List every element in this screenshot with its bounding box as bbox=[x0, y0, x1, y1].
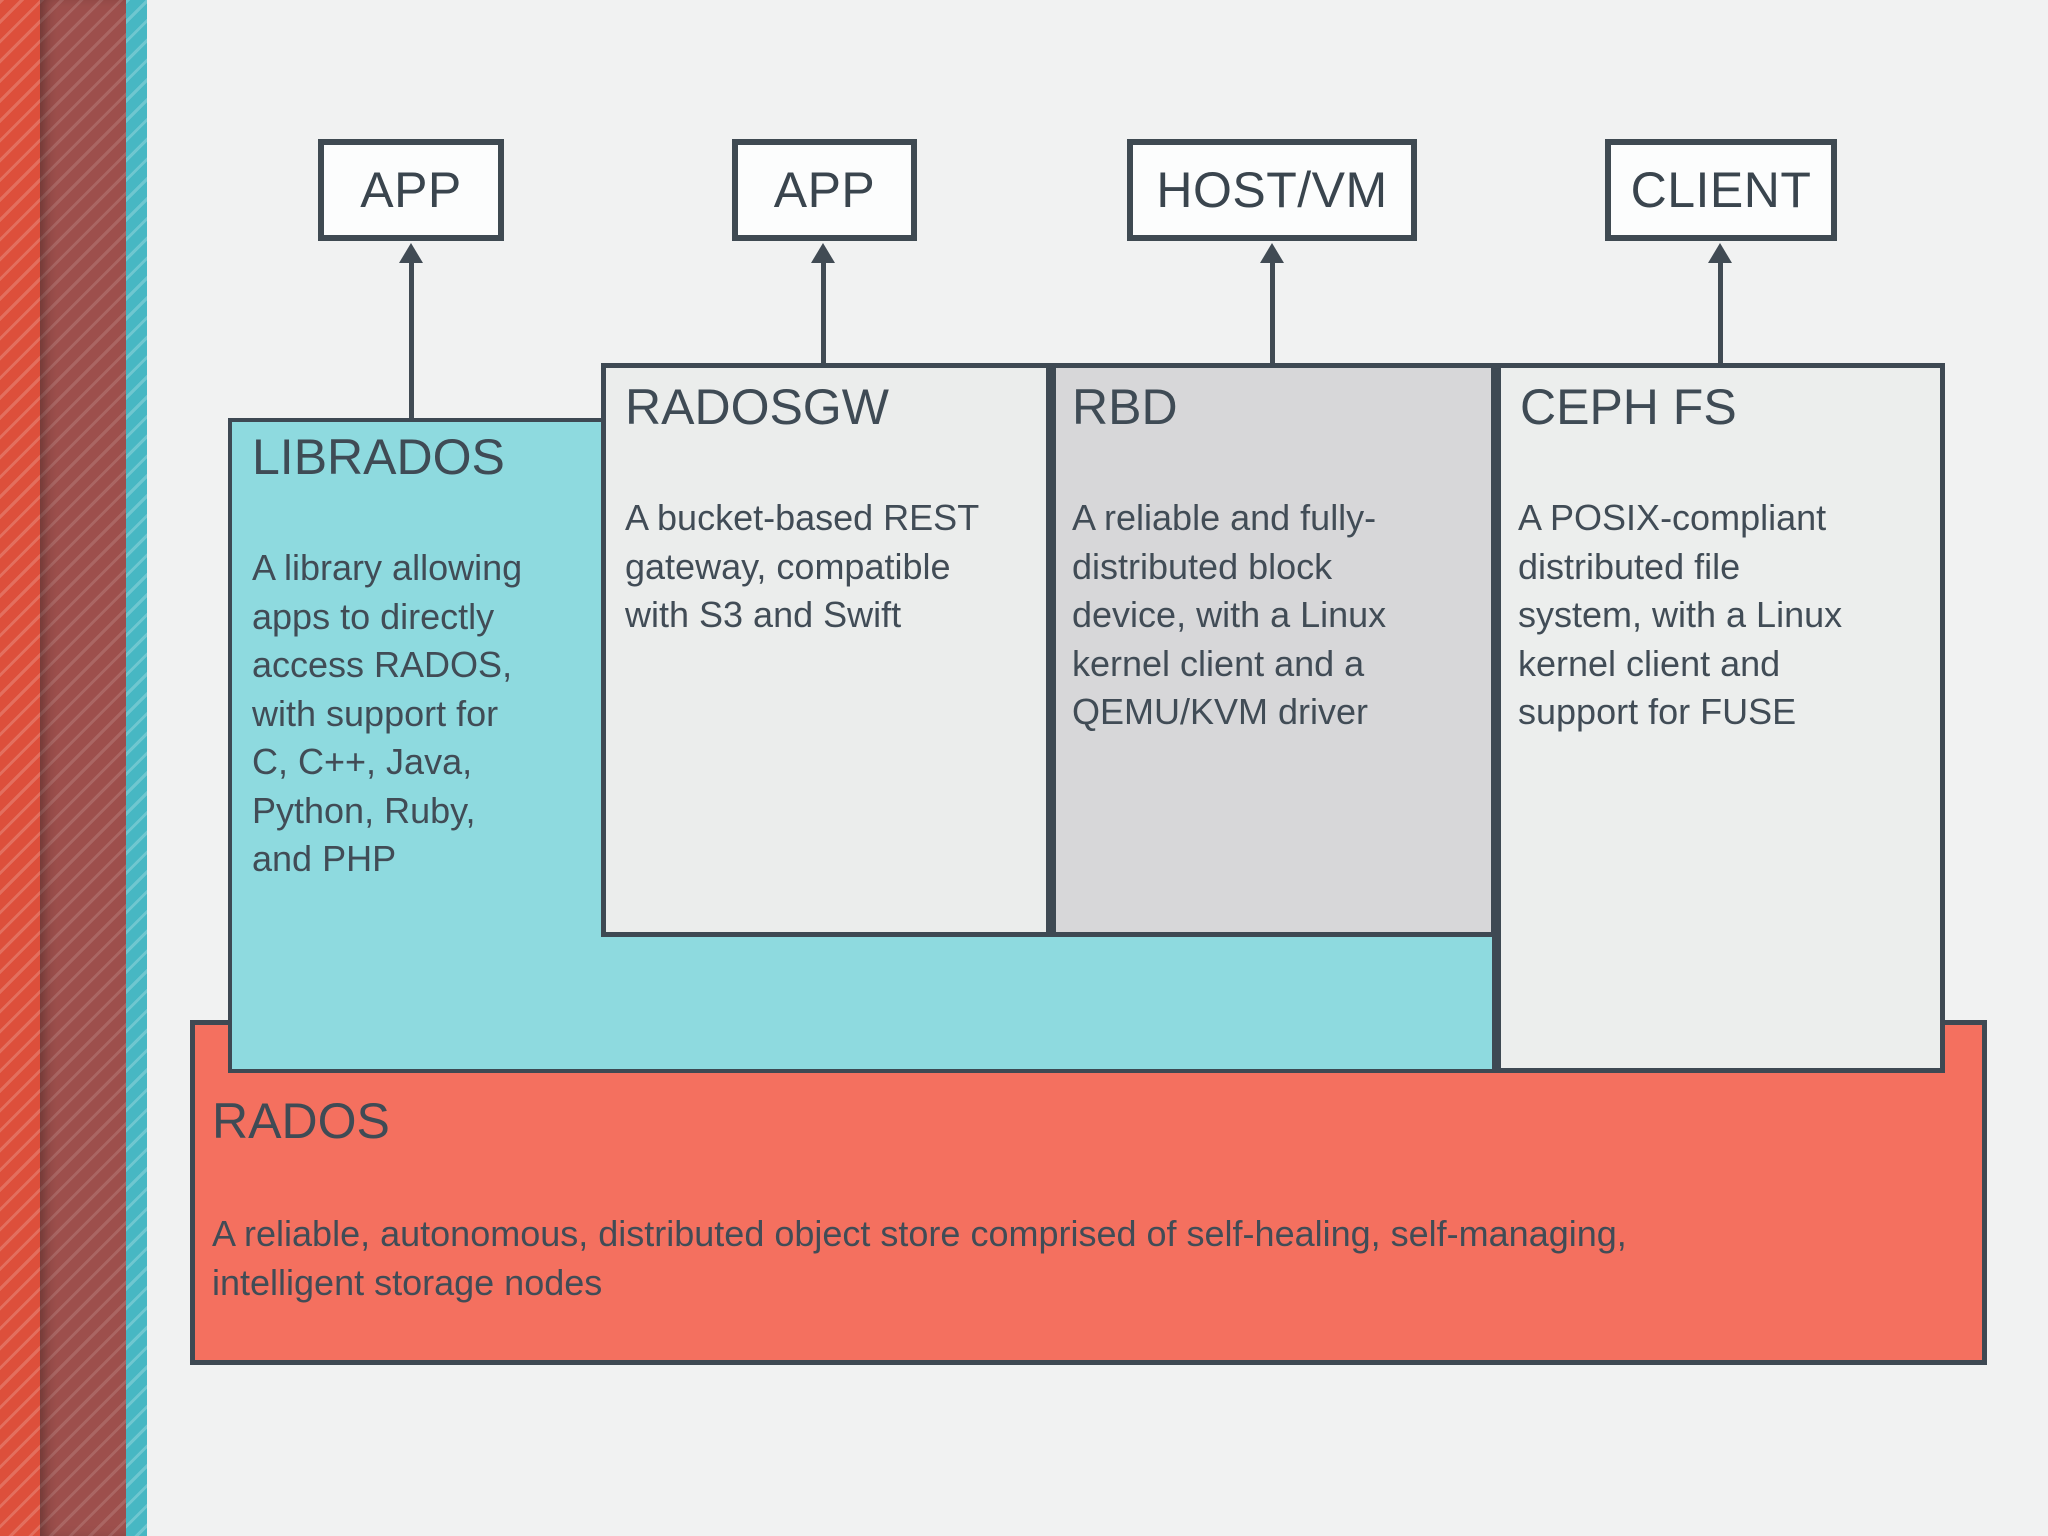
left-accent-stripe-red bbox=[0, 0, 40, 1536]
left-accent-stripe-maroon bbox=[40, 0, 126, 1536]
cephfs-description: A POSIX-compliant distributed file syste… bbox=[1518, 497, 1843, 732]
node-app-1-label: APP bbox=[360, 162, 462, 218]
rbd-description: A reliable and fully- distributed block … bbox=[1072, 497, 1387, 732]
arrow-up-head bbox=[399, 243, 423, 263]
arrow-shaft bbox=[409, 258, 414, 418]
arrow-shaft bbox=[1718, 258, 1723, 363]
arrow-shaft bbox=[821, 258, 826, 363]
rbd-title: RBD bbox=[1072, 379, 1178, 435]
librados-description: A library allowing apps to directly acce… bbox=[252, 547, 523, 879]
cephfs-layer-box bbox=[1496, 363, 1945, 1073]
radosgw-title: RADOSGW bbox=[625, 379, 889, 435]
node-client-label: CLIENT bbox=[1630, 162, 1812, 218]
node-app-2: APP bbox=[732, 139, 917, 241]
cephfs-title: CEPH FS bbox=[1520, 379, 1737, 435]
rados-description: A reliable, autonomous, distributed obje… bbox=[212, 1213, 1627, 1303]
radosgw-description: A bucket-based REST gateway, compatible … bbox=[625, 497, 980, 635]
librados-title: LIBRADOS bbox=[252, 429, 505, 485]
node-app-2-label: APP bbox=[773, 162, 876, 218]
rbd-layer-box bbox=[1051, 363, 1496, 937]
arrow-up-head bbox=[811, 243, 835, 263]
arrow-up-head bbox=[1708, 243, 1732, 263]
left-accent-stripe-teal bbox=[126, 0, 147, 1536]
arrow-up-head bbox=[1260, 243, 1284, 263]
radosgw-layer-box bbox=[601, 363, 1051, 937]
arrow-shaft bbox=[1270, 258, 1275, 363]
node-app-1: APP bbox=[318, 139, 504, 241]
node-host-vm-label: HOST/VM bbox=[1156, 162, 1388, 218]
rados-title: RADOS bbox=[212, 1093, 390, 1149]
node-client: CLIENT bbox=[1605, 139, 1837, 241]
node-host-vm: HOST/VM bbox=[1127, 139, 1417, 241]
